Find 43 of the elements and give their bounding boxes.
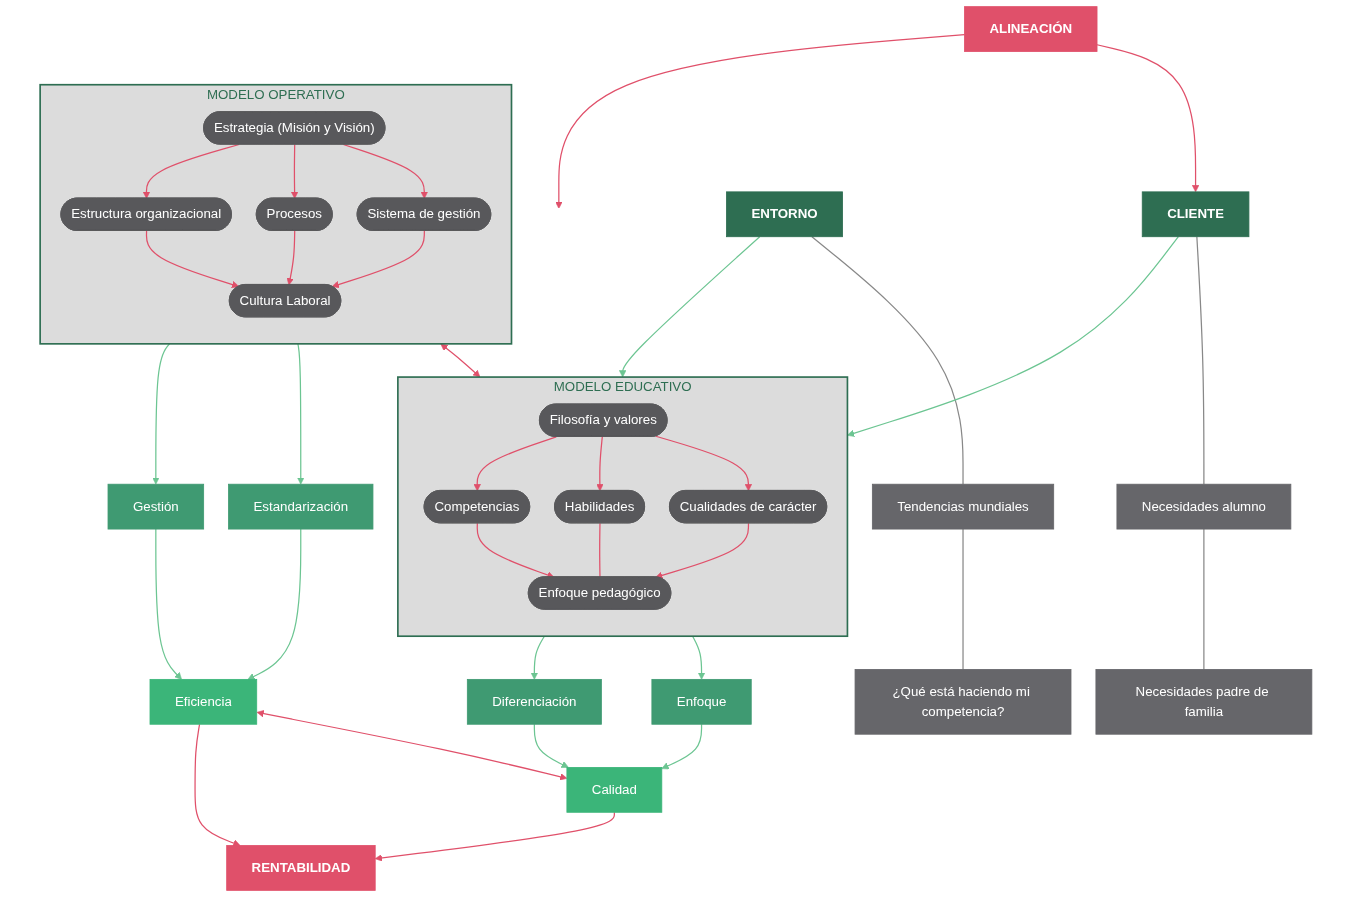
- arrow: [596, 436, 604, 492]
- node-box: Enfoque: [651, 678, 752, 725]
- arrow: [152, 343, 171, 485]
- connector: [811, 236, 964, 485]
- arrow: [555, 33, 966, 209]
- node-box: Estandarización: [228, 483, 374, 530]
- arrow: [661, 723, 703, 770]
- arrow: [691, 635, 706, 680]
- arrow: [533, 723, 569, 768]
- node-box: ALINEACIÓN: [964, 6, 1098, 52]
- node-box: Necesidades padre de familia: [1095, 669, 1313, 735]
- connector: [962, 528, 964, 671]
- arrow: [256, 710, 568, 781]
- arrow: [286, 230, 296, 286]
- node-box: RENTABILIDAD: [226, 845, 376, 891]
- node-box: ENTORNO: [726, 191, 843, 238]
- arrow: [847, 236, 1179, 437]
- arrow: [655, 435, 753, 492]
- node-box: Gestión: [107, 483, 205, 530]
- arrow: [155, 528, 182, 680]
- arrow: [619, 236, 761, 378]
- arrow: [530, 635, 545, 680]
- node-box: Tendencias mundiales: [871, 483, 1055, 530]
- arrow: [145, 230, 240, 289]
- node-box: ¿Qué está haciendo mi competencia?: [854, 669, 1072, 735]
- node-box: Calidad: [566, 767, 663, 813]
- arrow: [297, 343, 305, 485]
- arrow: [290, 143, 299, 199]
- arrow: [1096, 44, 1200, 193]
- node-box: Eficiencia: [149, 678, 258, 725]
- arrow: [331, 230, 425, 289]
- connector: [599, 522, 601, 578]
- connector: [1203, 528, 1205, 671]
- arrow: [194, 723, 241, 847]
- arrow: [655, 522, 750, 579]
- node-box: Diferenciación: [466, 678, 602, 725]
- connector: [1196, 236, 1205, 485]
- arrow: [374, 811, 615, 862]
- arrow: [473, 436, 557, 492]
- arrow: [247, 528, 302, 680]
- node-box: CLIENTE: [1141, 191, 1250, 238]
- node-box: Necesidades alumno: [1116, 483, 1292, 530]
- arrow: [440, 343, 481, 378]
